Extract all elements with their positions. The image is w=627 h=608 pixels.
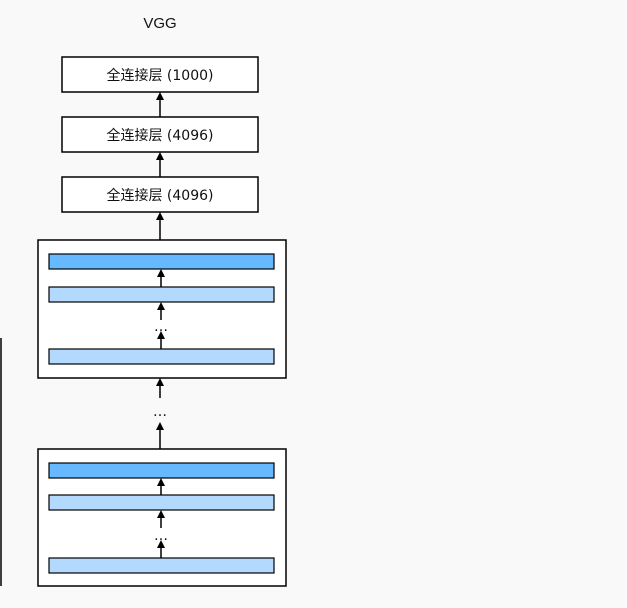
ellipsis: … [154,528,168,544]
conv-layer [48,557,275,574]
fc-layer-4096-top-label: 全连接层 (4096) [106,127,213,144]
conv-layer [48,494,275,511]
fc-layer-1000: 全连接层 (1000) [61,56,259,93]
vgg-block-bottom: … [37,448,287,587]
conv-layer [48,348,275,365]
pool-layer [48,253,275,270]
fc-layer-4096-bottom: 全连接层 (4096) [61,176,259,213]
fc-layer-4096-top: 全连接层 (4096) [61,116,259,153]
conv-layer [48,286,275,303]
ellipsis: … [154,319,168,335]
fc-layer-4096-bottom-label: 全连接层 (4096) [106,187,213,204]
ellipsis-between-blocks: … [153,404,167,420]
diagram-title: VGG [143,15,176,32]
pool-layer [48,462,275,479]
fc-layer-1000-label: 全连接层 (1000) [106,67,213,84]
vgg-block-top: … [37,239,287,379]
